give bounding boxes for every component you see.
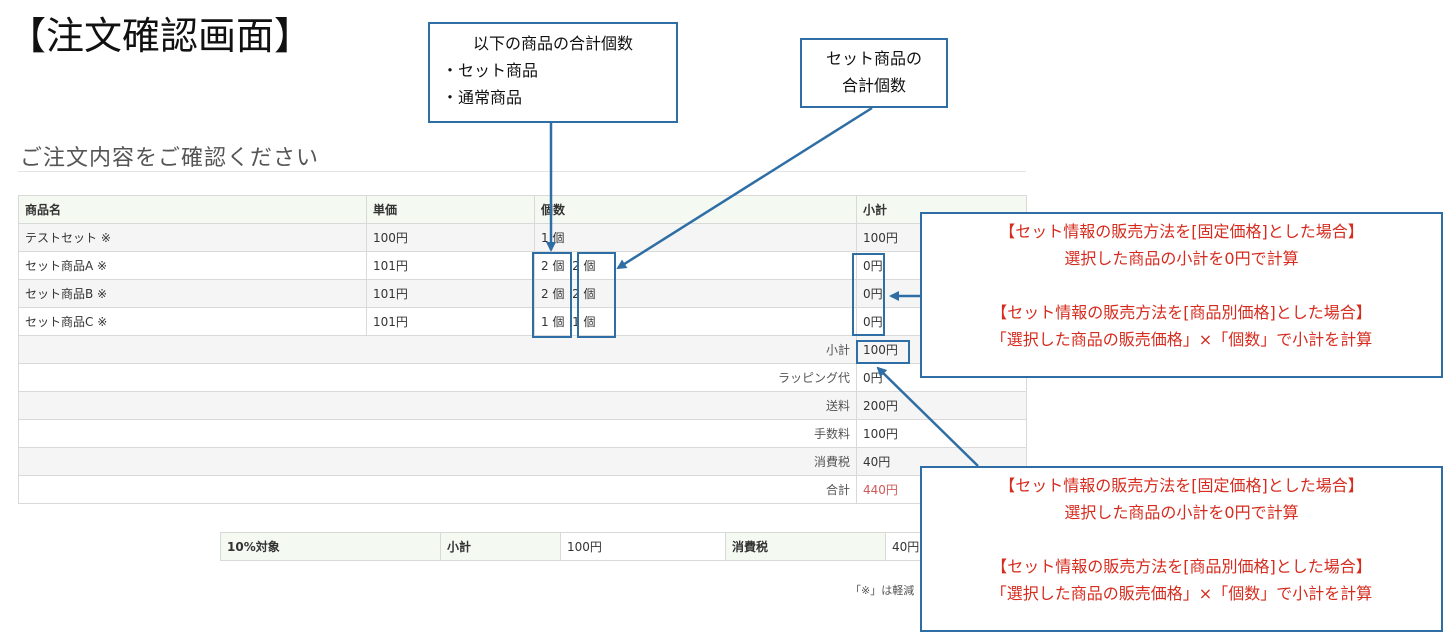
header-quantity: 個数 xyxy=(534,195,857,224)
tax-label: 消費税 xyxy=(725,532,886,561)
unit-price: 101円 xyxy=(366,251,535,280)
unit-price: 100円 xyxy=(366,223,535,252)
callout-line: 「選択した商品の販売価格」×「個数」で小計を計算 xyxy=(990,330,1373,349)
callout-spacer xyxy=(922,526,1441,553)
summary-label: 合計 xyxy=(18,475,857,504)
quantity-value: 2 個 xyxy=(541,287,565,301)
callout-line: 以下の商品の合計個数 xyxy=(472,34,633,53)
summary-value: 200円 xyxy=(856,391,1027,420)
callout-line: セット商品の xyxy=(825,49,922,68)
product-name: セット商品A ※ xyxy=(18,251,367,280)
summary-row-wrapping: ラッピング代 0円 xyxy=(18,363,1027,392)
unit-price: 101円 xyxy=(366,279,535,308)
tax-subtotal-label: 小計 xyxy=(440,532,561,561)
summary-row-total: 合計 440円 xyxy=(18,475,1027,504)
page-heading: 【注文確認画面】 xyxy=(8,14,313,58)
quantity-value: 1 個 xyxy=(541,315,565,329)
summary-row-tax: 消費税 40円 xyxy=(18,447,1027,476)
callout-spacer xyxy=(922,272,1441,299)
callout-line: 【セット情報の販売方法を[固定価格]とした場合】 xyxy=(999,476,1364,495)
tax-target-label: 10%対象 xyxy=(220,532,441,561)
callout-line: 【セット情報の販売方法を[固定価格]とした場合】 xyxy=(999,222,1364,241)
total-quantity-callout: 以下の商品の合計個数 ・セット商品 ・通常商品 xyxy=(428,22,678,123)
order-table-header: 商品名 単価 個数 小計 xyxy=(18,195,1027,224)
title-divider xyxy=(18,171,1026,172)
summary-row-shipping: 送料 200円 xyxy=(18,391,1027,420)
summary-value: 100円 xyxy=(856,419,1027,448)
quantity-highlight xyxy=(532,252,572,338)
callout-line: 選択した商品の小計を0円で計算 xyxy=(1064,503,1299,522)
subtotal-method-callout: 【セット情報の販売方法を[固定価格]とした場合】 選択した商品の小計を0円で計算… xyxy=(920,212,1443,378)
product-name: テストセット ※ xyxy=(18,223,367,252)
callout-line: 【セット情報の販売方法を[商品別価格]とした場合】 xyxy=(991,303,1372,322)
table-row: テストセット ※ 100円 1 個 100円 xyxy=(18,223,1027,252)
callout-line: ・通常商品 xyxy=(442,88,523,107)
summary-label: 送料 xyxy=(18,391,857,420)
product-name: セット商品C ※ xyxy=(18,307,367,336)
sum-subtotal-highlight xyxy=(856,340,910,364)
summary-label: 消費税 xyxy=(18,447,857,476)
callout-line: 選択した商品の小計を0円で計算 xyxy=(1064,249,1299,268)
section-title: ご注文内容をご確認ください xyxy=(20,146,320,171)
set-quantity-callout: セット商品の 合計個数 xyxy=(800,38,948,108)
tax-row: 10%対象 小計 100円 消費税 40円 xyxy=(220,532,941,561)
summary-label: 小計 xyxy=(18,335,857,364)
quantity-value: 2 個 xyxy=(541,259,565,273)
callout-line: ・セット商品 xyxy=(442,61,539,80)
callout-line: 合計個数 xyxy=(841,76,906,95)
sum-method-callout: 【セット情報の販売方法を[固定価格]とした場合】 選択した商品の小計を0円で計算… xyxy=(920,466,1443,632)
subtotal-highlight xyxy=(852,253,885,336)
set-quantity-highlight xyxy=(577,252,616,338)
summary-label: ラッピング代 xyxy=(18,363,857,392)
summary-row-subtotal: 小計 100円 xyxy=(18,335,1027,364)
footnote: 「※」は軽減 xyxy=(850,584,915,597)
summary-row-fee: 手数料 100円 xyxy=(18,419,1027,448)
product-name: セット商品B ※ xyxy=(18,279,367,308)
callout-line: 【セット情報の販売方法を[商品別価格]とした場合】 xyxy=(991,557,1372,576)
tax-table: 10%対象 小計 100円 消費税 40円 xyxy=(220,532,941,561)
quantity: 1 個 xyxy=(534,223,857,252)
tax-subtotal-value: 100円 xyxy=(560,532,726,561)
header-unit-price: 単価 xyxy=(366,195,535,224)
header-product-name: 商品名 xyxy=(18,195,367,224)
summary-label: 手数料 xyxy=(18,419,857,448)
callout-line: 「選択した商品の販売価格」×「個数」で小計を計算 xyxy=(990,584,1373,603)
unit-price: 101円 xyxy=(366,307,535,336)
